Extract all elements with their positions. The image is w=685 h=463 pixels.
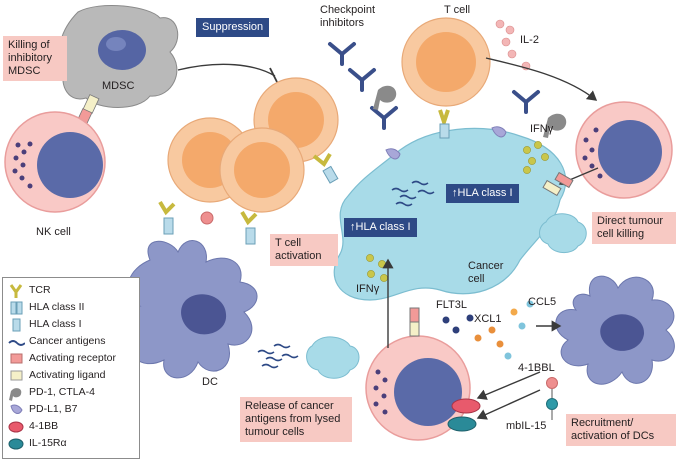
label-t-cell-activation: T cell activation xyxy=(270,234,338,266)
label-xcl1: XCL1 xyxy=(474,313,502,325)
label-killing-mdsc: Killing of inhibitory MDSC xyxy=(3,36,67,81)
nk-cell-bottom xyxy=(365,335,471,441)
label-direct-killing: Direct tumour cell killing xyxy=(592,212,676,244)
legend-label: Activating receptor xyxy=(29,352,116,364)
cancer-antigens-icon xyxy=(8,340,25,346)
legend-item-il15ra: IL-15Rα xyxy=(7,436,139,452)
label-checkpoint-inhibitors: Checkpoint inhibitors xyxy=(320,4,376,29)
pd1-ctla4-icon xyxy=(9,388,22,401)
legend-item-activating-receptor: Activating receptor xyxy=(7,351,139,367)
legend-label: HLA class I xyxy=(29,318,82,330)
label-hla-up-2: ↑HLA class I xyxy=(344,218,417,237)
pdl1-b7-icon xyxy=(10,404,23,414)
legend-label: 4-1BB xyxy=(29,420,59,432)
activating-ligand-icon xyxy=(10,370,23,381)
label-release-antigens: Release of cancer antigens from lysed tu… xyxy=(240,397,352,442)
dc-cytokine-dots xyxy=(442,300,534,360)
label-mdsc: MDSC xyxy=(102,80,135,92)
legend-item-41bb: 4-1BB xyxy=(7,419,139,435)
legend-label: Cancer antigens xyxy=(29,335,106,347)
legend: TCR HLA class II HLA class I Cancer anti… xyxy=(2,277,140,459)
hla-class-i-icon xyxy=(12,318,21,332)
label-ifng-top: IFNγ xyxy=(530,123,554,135)
legend-label: Activating ligand xyxy=(29,369,106,381)
label-4-1bbl: 4-1BBL xyxy=(518,362,555,374)
activating-pair-bottom xyxy=(409,307,420,337)
legend-item-pdl1: PD-L1, B7 xyxy=(7,402,139,418)
mbil15-ligand xyxy=(546,398,558,420)
mdsc-cell xyxy=(58,4,179,108)
legend-item-pd1: PD-1, CTLA-4 xyxy=(7,385,139,401)
label-suppression: Suppression xyxy=(196,18,270,37)
tcr-hla-synapse-left xyxy=(158,152,339,245)
nk-cell-right xyxy=(575,101,673,199)
hla-class-ii-icon xyxy=(10,301,23,315)
nk-cell xyxy=(4,111,106,213)
cancer-cell xyxy=(333,127,567,301)
tcr-icon xyxy=(9,284,23,298)
legend-label: TCR xyxy=(29,284,51,296)
legend-label: IL-15Rα xyxy=(29,437,67,449)
il15ra-receptor xyxy=(447,416,477,432)
legend-label: HLA class II xyxy=(29,301,85,313)
label-ifng-mid: IFNγ xyxy=(356,283,380,295)
legend-item-antigens: Cancer antigens xyxy=(7,334,139,350)
legend-item-hla-i: HLA class I xyxy=(7,317,139,333)
t-cell-cluster xyxy=(167,77,339,213)
dc-cell xyxy=(120,240,258,379)
cancer-antigens-cluster xyxy=(257,180,435,369)
dc-cell-right xyxy=(555,275,675,385)
label-cancer-cell: Cancer cell xyxy=(468,260,504,285)
label-mbil15: mbIL-15 xyxy=(506,420,547,432)
t-cell-top xyxy=(401,17,491,107)
label-dc: DC xyxy=(202,376,218,388)
label-t-cell: T cell xyxy=(444,4,471,16)
label-recruitment: Recruitment/ activation of DCs xyxy=(566,414,676,446)
label-ccl5: CCL5 xyxy=(528,296,557,308)
pdl1-receptors xyxy=(385,126,507,160)
legend-item-tcr: TCR xyxy=(7,283,139,299)
legend-label: PD-L1, B7 xyxy=(29,403,78,415)
legend-item-hla-ii: HLA class II xyxy=(7,300,139,316)
tcr-hla-synapse-top xyxy=(438,109,450,139)
4-1bb-receptor xyxy=(451,398,481,414)
4-1bb-icon xyxy=(8,421,24,433)
pd1-receptors xyxy=(373,85,567,138)
activating-receptor-icon xyxy=(10,353,23,364)
lysed-cell-fragment xyxy=(306,213,587,379)
il15ra-icon xyxy=(8,438,24,450)
label-il2: IL-2 xyxy=(520,34,539,46)
legend-item-activating-ligand: Activating ligand xyxy=(7,368,139,384)
label-hla-up-1: ↑HLA class I xyxy=(446,184,519,203)
4-1bbl-ligand xyxy=(546,377,558,398)
activating-pair-right xyxy=(542,171,574,197)
label-flt3l: FLT3L xyxy=(436,299,467,311)
ifng-dots xyxy=(366,141,549,282)
label-nk-cell: NK cell xyxy=(36,226,71,238)
antibody-group xyxy=(328,42,540,130)
legend-label: PD-1, CTLA-4 xyxy=(29,386,95,398)
